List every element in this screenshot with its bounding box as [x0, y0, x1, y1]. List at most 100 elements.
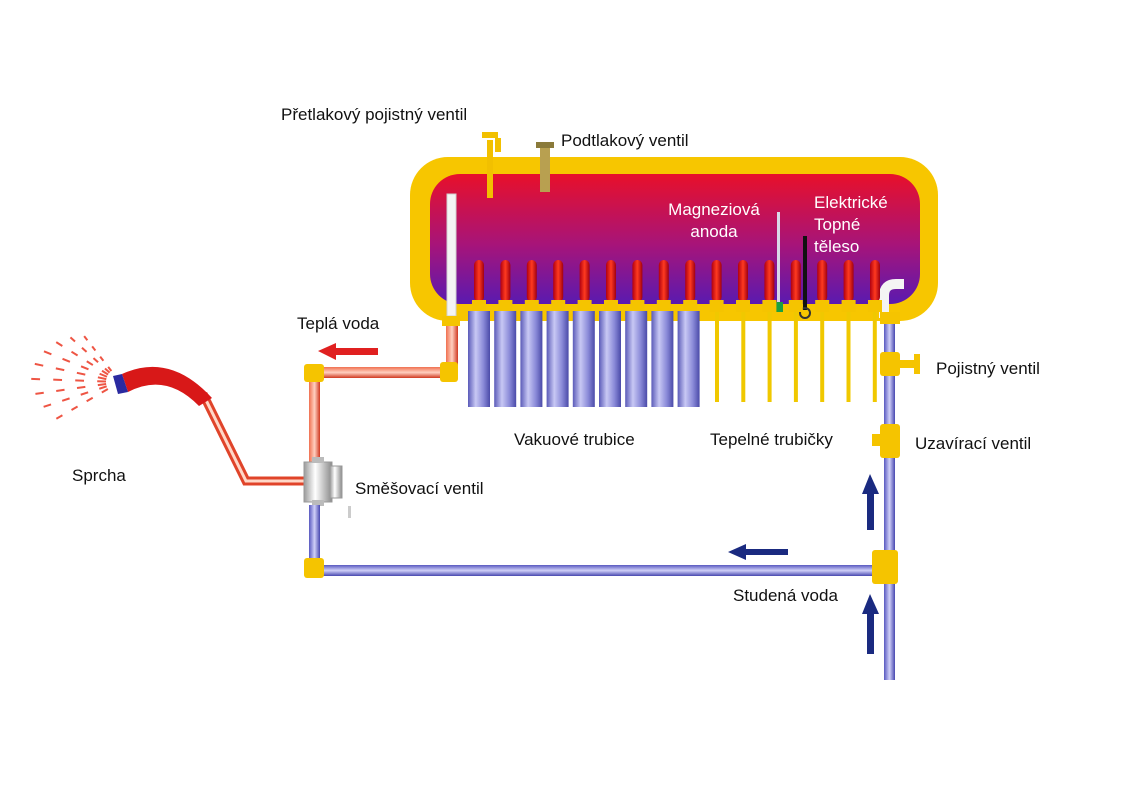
label-vacuum-tubes: Vakuové trubice [514, 430, 635, 449]
label-shutoff-valve: Uzavírací ventil [915, 434, 1032, 453]
shower-spray [31, 335, 113, 420]
heat-tip [472, 260, 486, 312]
spray-drop [76, 371, 86, 376]
pressure-relief-valve-icon [482, 132, 501, 198]
heat-pipe [741, 312, 746, 402]
heat-tip [736, 260, 750, 312]
vacuum-tube [651, 311, 674, 407]
spray-drop [76, 385, 86, 390]
vacuum-tube [625, 311, 648, 407]
magnesium-anode-icon [773, 212, 783, 312]
vacuum-tubes [468, 311, 700, 407]
spray-drop [101, 369, 109, 376]
spray-drop [61, 397, 70, 402]
cold-flow-arrow-up-lower [862, 594, 879, 654]
cold-flow-arrow-left [728, 544, 788, 560]
heat-pipes [715, 312, 877, 402]
heat-tip [683, 260, 698, 312]
cold-pipe-fittings [304, 312, 900, 584]
heat-pipe [793, 312, 798, 402]
mixing-valve-icon [303, 457, 351, 518]
vacuum-valve-icon [536, 142, 554, 192]
spray-drop [55, 341, 63, 347]
heat-tip [762, 260, 777, 312]
spray-drop [55, 367, 65, 372]
label-shower: Sprcha [72, 466, 126, 485]
heat-pipe [872, 312, 877, 402]
vacuum-tube [572, 311, 595, 407]
label-heat-pipes: Tepelné trubičky [710, 430, 833, 449]
spray-drop [55, 414, 63, 420]
heat-pipe [846, 312, 851, 402]
safety-valve-icon [880, 352, 920, 376]
spray-drop [86, 360, 94, 366]
spray-drop [92, 357, 99, 364]
heat-tip [604, 260, 618, 312]
shower-head-icon [113, 366, 212, 406]
spray-drop [99, 356, 105, 362]
heat-tip [868, 260, 882, 312]
vacuum-tube [494, 311, 517, 407]
label-safety-valve: Pojistný ventil [936, 359, 1040, 378]
spray-drop [70, 350, 79, 357]
heat-tip [709, 260, 724, 312]
label-electric-heater-2: Topné [814, 215, 861, 234]
heat-tip [841, 260, 856, 312]
heat-tip [524, 260, 539, 312]
electric-heater-icon [799, 236, 811, 319]
cold-water-pipe [309, 318, 895, 680]
spray-drop [97, 382, 107, 387]
spray-drop [43, 350, 52, 356]
spray-drop [34, 362, 44, 367]
heat-pipe [820, 312, 825, 402]
spray-drop [99, 372, 108, 378]
label-mixing-valve: Směšovací ventil [355, 479, 484, 498]
label-magnesium-anode-1: Magneziová [668, 200, 760, 219]
hot-flow-arrow [318, 343, 378, 360]
spray-drop [98, 385, 107, 390]
label-vacuum-valve: Podtlakový ventil [561, 131, 689, 150]
heat-tip [630, 260, 645, 312]
spray-drop [71, 405, 79, 411]
spray-drop [35, 391, 44, 395]
shower-hose [198, 392, 305, 486]
label-pressure-relief-valve: Přetlakový pojistný ventil [281, 105, 468, 124]
hot-water-pipe [309, 318, 458, 464]
spray-drop [104, 367, 111, 374]
spray-drop [62, 357, 71, 363]
spray-drop [107, 366, 113, 372]
spray-drop [101, 388, 109, 394]
vacuum-tube [677, 311, 700, 407]
heat-pipe [715, 312, 719, 402]
cold-flow-arrow-up-upper [862, 474, 879, 530]
heat-tips [472, 260, 882, 312]
label-cold-water: Studená voda [733, 586, 838, 605]
spray-drop [43, 403, 52, 408]
hot-pipe-fittings [304, 316, 460, 382]
spray-drop [91, 345, 97, 352]
vacuum-tube [520, 311, 543, 407]
vacuum-tube [599, 311, 621, 407]
heat-pipe [767, 312, 772, 402]
label-electric-heater-3: těleso [814, 237, 860, 256]
spray-drop [80, 365, 89, 371]
spray-drop [56, 388, 65, 392]
label-electric-heater-1: Elektrické [814, 193, 888, 212]
tank-inlet-pipe [446, 193, 457, 317]
heat-tip [577, 260, 592, 312]
shutoff-valve-icon [872, 424, 900, 458]
spray-drop [69, 336, 76, 343]
vacuum-tube [546, 311, 569, 407]
label-hot-water: Teplá voda [297, 314, 380, 333]
label-magnesium-anode-2: anoda [690, 222, 738, 241]
heat-tip [551, 260, 566, 312]
heat-tip [788, 260, 803, 312]
spray-drop [86, 396, 94, 403]
heat-tip [815, 260, 830, 312]
tank-outlet-elbow [879, 279, 904, 318]
vacuum-tube [468, 311, 490, 407]
heat-tip [656, 260, 671, 312]
heat-tip [498, 260, 513, 312]
spray-drop [83, 335, 89, 341]
